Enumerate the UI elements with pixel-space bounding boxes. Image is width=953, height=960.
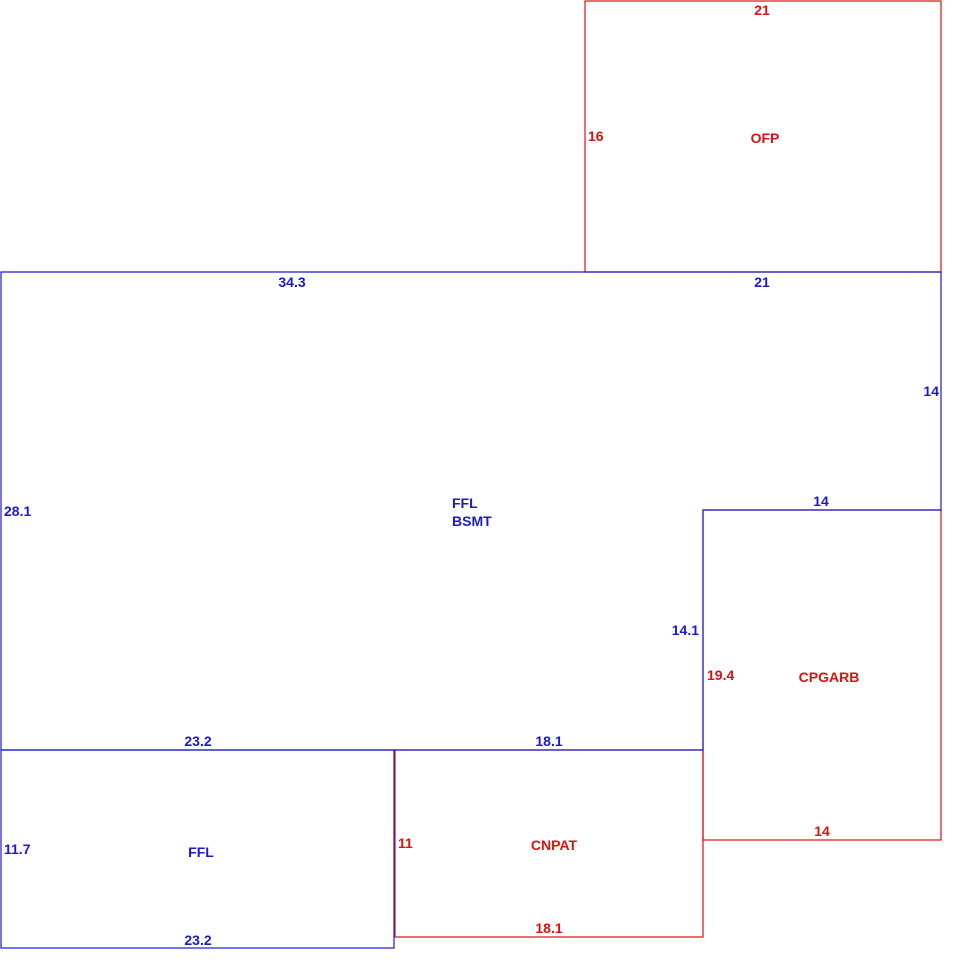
ffl-lower-area-label: FFL bbox=[188, 844, 214, 860]
cpgarb-left-dimension: 19.4 bbox=[707, 667, 734, 683]
cpgarb-area-label: CPGARB bbox=[799, 669, 860, 685]
main-bottom-left-dimension: 23.2 bbox=[184, 733, 211, 749]
cnpat-area-label: CNPAT bbox=[531, 837, 578, 853]
cnpat-left-dimension: 11 bbox=[398, 835, 413, 851]
main-right-upper-dimension: 14 bbox=[923, 383, 939, 399]
main-left-dimension: 28.1 bbox=[4, 503, 31, 519]
ofp-area-label: OFP bbox=[751, 130, 780, 146]
main-top-right-dimension: 21 bbox=[754, 274, 770, 290]
cnpat-bottom-dimension: 18.1 bbox=[535, 920, 562, 936]
ofp-left-dimension: 16 bbox=[588, 128, 604, 144]
main-bottom-right-dimension: 18.1 bbox=[535, 733, 562, 749]
area-ffl-lower bbox=[0, 749, 395, 949]
main-area-label-line2: BSMT bbox=[452, 513, 492, 529]
ffl-lower-left-dimension: 11.7 bbox=[4, 841, 31, 857]
main-step-top-dimension: 14 bbox=[813, 493, 829, 509]
ofp-top-dimension: 21 bbox=[754, 2, 770, 18]
area-ffl-lower-outline bbox=[0, 749, 395, 949]
cpgarb-bottom-dimension: 14 bbox=[814, 823, 830, 839]
main-step-side-dimension: 14.1 bbox=[672, 622, 699, 638]
main-area-label-line1: FFL bbox=[452, 495, 478, 511]
ffl-lower-bottom-dimension: 23.2 bbox=[184, 932, 211, 948]
main-top-left-dimension: 34.3 bbox=[278, 274, 305, 290]
